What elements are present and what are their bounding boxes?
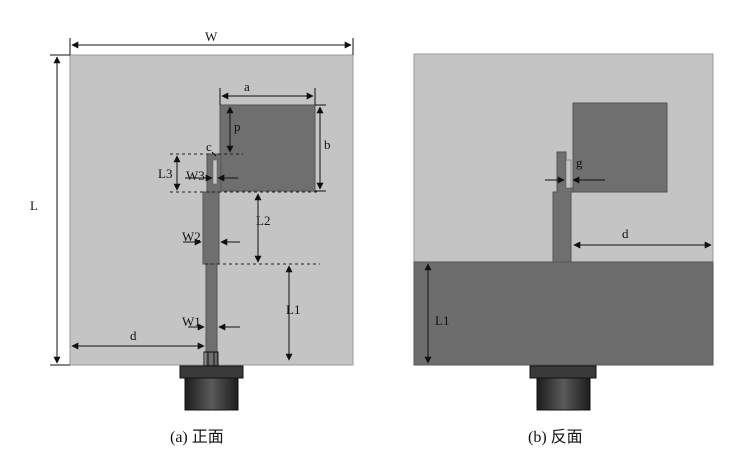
label-L: L: [30, 198, 38, 213]
front-connector: [179, 351, 244, 411]
back-gap-slot: [565, 159, 572, 189]
label-L2: L2: [256, 213, 270, 228]
label-L3: L3: [158, 166, 172, 181]
label-g: g: [576, 155, 583, 170]
feed-slot: [212, 159, 218, 185]
label-W2: W2: [182, 229, 201, 244]
back-connector: [529, 365, 597, 411]
label-L1-back: L1: [435, 313, 449, 328]
label-p: p: [234, 119, 241, 134]
label-b: b: [324, 137, 331, 152]
label-c: c: [206, 139, 212, 154]
back-ground-plane: [413, 261, 714, 366]
label-d-front: d: [130, 328, 137, 343]
back-patch: [572, 102, 668, 193]
label-d-back: d: [622, 226, 629, 241]
front-view: W L a b p c L3 W3: [30, 29, 354, 446]
label-W1: W1: [182, 314, 201, 329]
label-W3: W3: [186, 168, 205, 183]
label-L1: L1: [286, 302, 300, 317]
label-a: a: [244, 79, 250, 94]
caption-front: (a) 正面: [170, 429, 224, 446]
back-view: g d L1 (b) 反面: [413, 53, 714, 446]
feed-segment-middle: [202, 191, 220, 265]
label-W: W: [205, 29, 218, 44]
front-patch: [219, 104, 316, 192]
caption-back: (b) 反面: [528, 428, 583, 446]
feed-line-bottom: [205, 263, 218, 366]
